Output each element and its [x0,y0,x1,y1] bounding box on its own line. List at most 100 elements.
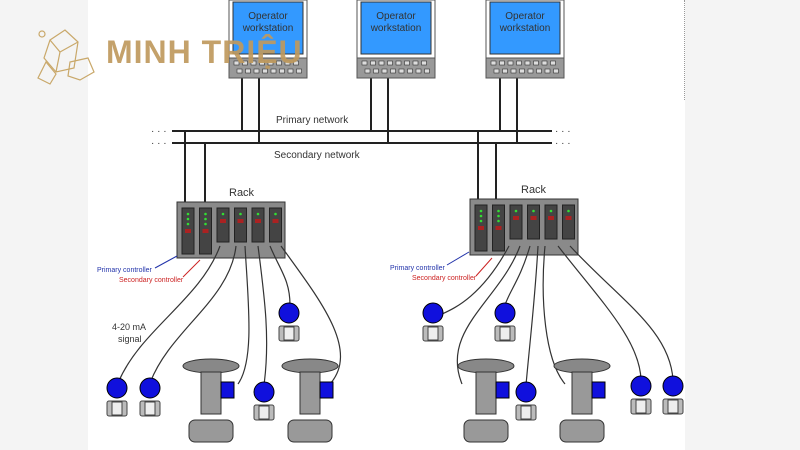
primary-controller-label: Primary controller [97,267,153,274]
signal-label-line1: 4-20 mA [112,322,146,332]
valve-yoke [475,371,497,415]
secondary-network-label: Secondary network [274,150,361,161]
valve-body [188,419,234,443]
key [387,60,393,66]
key [398,68,405,74]
fault-led [530,216,537,220]
crystal-logo-icon [37,29,95,85]
secondary-controller-arrow [475,257,493,277]
key [395,60,402,66]
key [373,68,379,74]
status-led [256,212,260,216]
fault-led [272,219,279,223]
status-led [497,214,500,218]
key [233,60,240,66]
transmitter-core [635,399,647,414]
network-ellipsis-right-primary: · · · [555,126,571,137]
key [412,60,419,66]
key [510,68,517,74]
workstation-label-line1: Operator [248,11,288,22]
key [415,68,422,74]
secondary-controller-label: Secondary controller [412,275,477,282]
fault-led [255,219,261,223]
io-card [527,204,540,240]
transmitter-head [515,381,537,403]
status-led [514,209,518,213]
status-led [204,212,207,216]
valve-yoke [299,371,321,415]
fault-led [478,226,484,230]
key [245,68,251,74]
rack [469,198,579,256]
status-led [497,219,500,223]
primary-network-label: Primary network [276,115,349,126]
signal-cables [117,245,674,386]
brand-logo-text: MINH TRIỆU [106,34,303,70]
workstation-label-line2: workstation [499,23,551,34]
key [276,60,282,66]
keyboard-keys [233,60,559,74]
key [242,60,248,66]
transmitter-head [106,377,128,399]
key [259,60,265,66]
fault-led [202,229,209,233]
fault-led [548,216,554,220]
transmitter-head [139,377,161,399]
status-led [186,212,190,216]
key [507,60,514,66]
fault-led [237,219,244,223]
workstation-label-line1: Operator [505,11,545,22]
rack-label: Rack [229,187,255,199]
key [270,68,277,74]
io-card [251,207,265,243]
operator-workstation[interactable]: Operator workstation [485,0,565,79]
transmitter-core [520,405,532,420]
key [499,60,505,66]
key [381,68,388,74]
status-led [532,209,535,213]
transmitter-head [662,375,684,397]
transmitter-head [253,381,275,403]
key [544,68,551,74]
transmitter-core [427,326,439,341]
valve-yoke [571,371,593,415]
key [361,60,368,66]
key [364,68,371,74]
io-card [544,204,558,240]
transmitter-core [258,405,270,420]
key [378,60,385,66]
network-ellipsis-left-primary: · · · [151,126,167,137]
valve-yoke [200,371,222,415]
status-led [567,209,570,213]
key [516,60,522,66]
actuator-diaphragm [457,358,515,374]
valve-body [559,419,605,443]
transmitter-core [144,401,156,416]
status-led [204,222,207,226]
io-card [234,207,247,243]
key [262,68,268,74]
status-led [239,212,242,216]
network-ellipsis-left-secondary: · · · [151,138,167,149]
positioner [591,381,606,399]
primary-controller-arrow [154,255,178,269]
key [390,68,396,74]
transmitter-core [667,399,679,414]
io-card [216,207,230,243]
key [519,68,525,74]
fault-led [495,226,502,230]
positioner [495,381,510,399]
status-led [186,217,190,221]
secondary-controller-arrow [182,259,201,278]
actuator-diaphragm [553,358,611,374]
edge-dotted-line [684,0,687,100]
positioner [319,381,334,399]
operator-workstation[interactable]: Operator workstation [356,0,436,79]
operator-workstation[interactable]: Operator workstation [228,0,308,79]
io-card [562,204,575,240]
primary-controller-label: Primary controller [390,265,446,272]
fault-led [185,229,191,233]
transmitter-head [494,302,516,324]
key [253,68,260,74]
status-led [479,214,483,218]
